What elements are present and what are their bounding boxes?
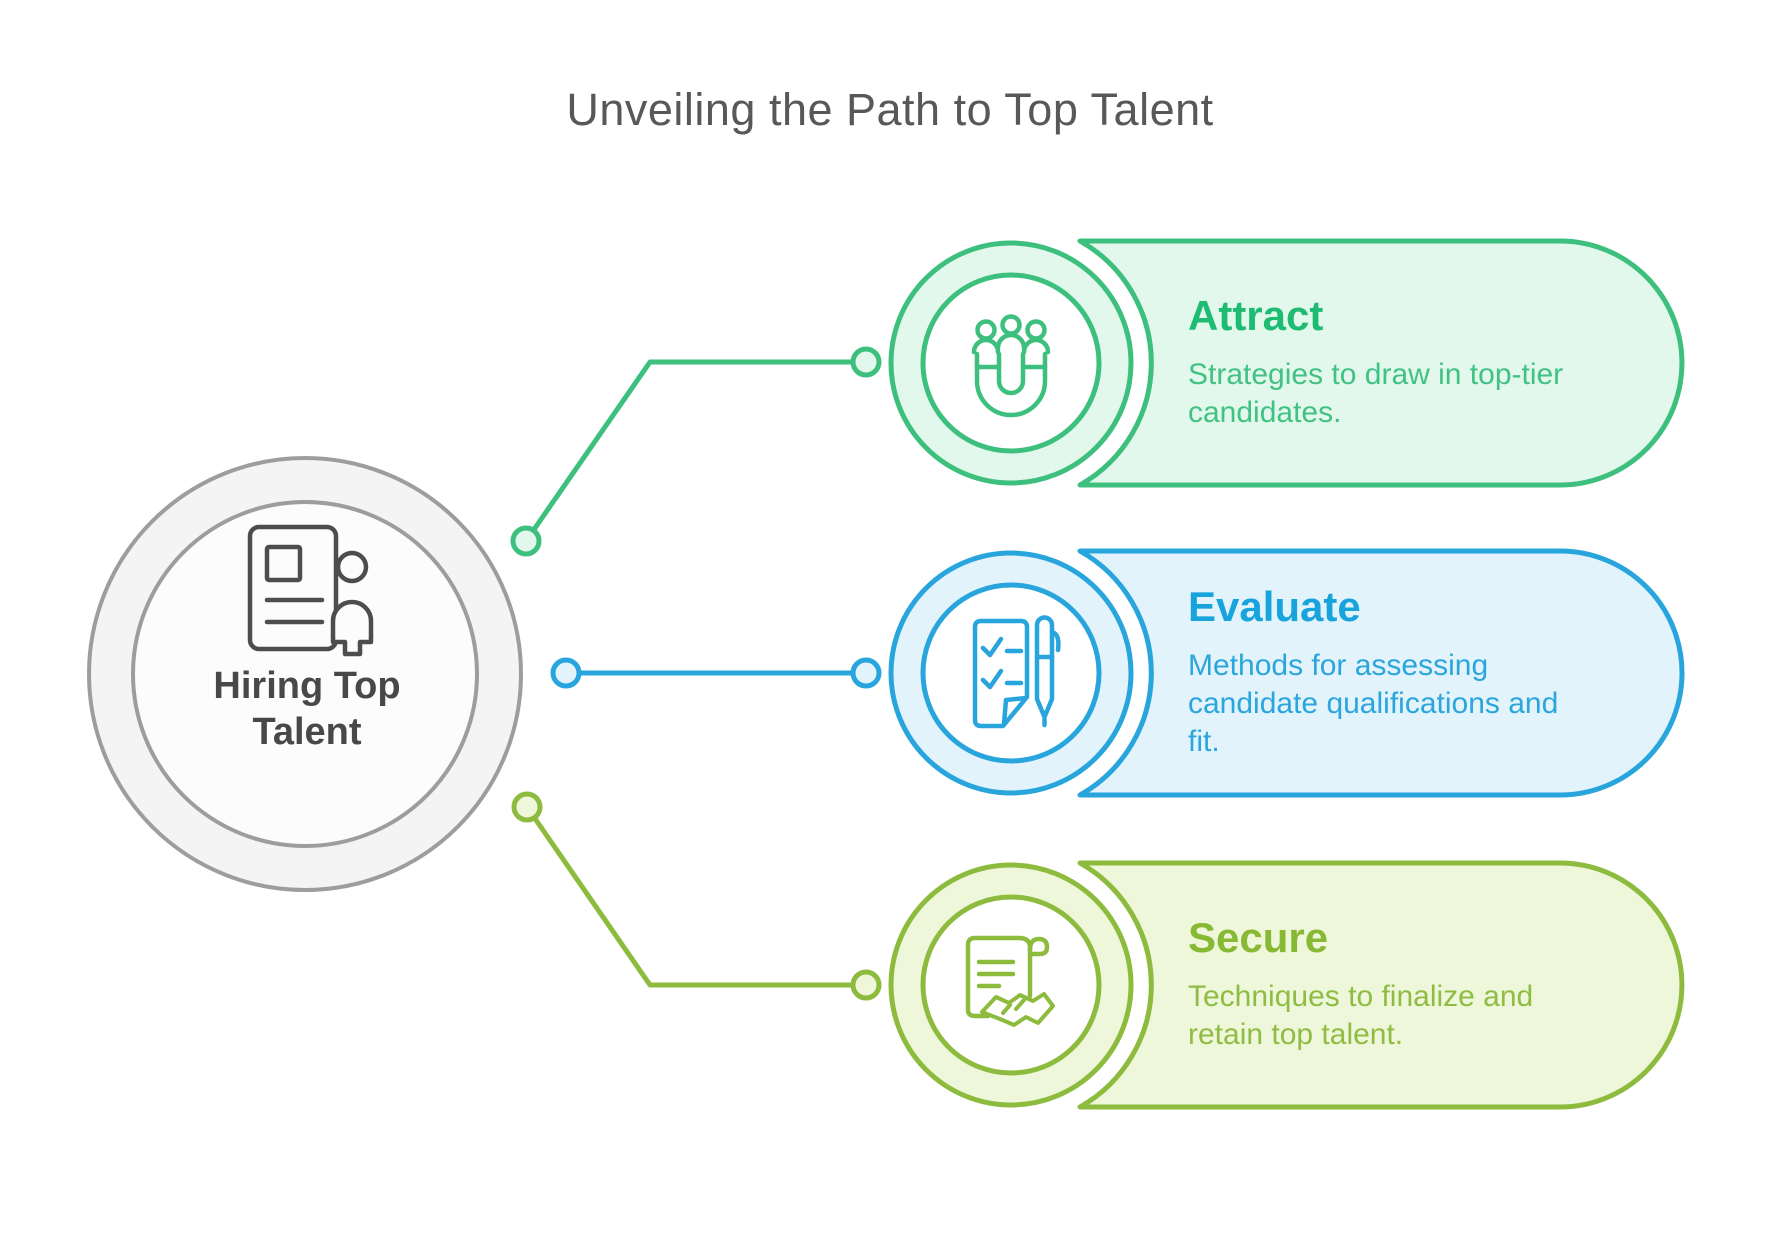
central-node <box>87 456 523 892</box>
desc-line: retain top talent. <box>1188 1018 1404 1051</box>
connector-dot <box>850 969 882 1001</box>
item-title-evaluate: Evaluate <box>1188 583 1361 630</box>
item-title-attract: Attract <box>1188 292 1324 339</box>
item-text-attract: Attract Strategies to draw in top-tier c… <box>1188 241 1678 485</box>
item-text-secure: Secure Techniques to finalize and retain… <box>1188 863 1678 1107</box>
checklist-pen-icon <box>972 615 1061 729</box>
connector-dot <box>850 657 882 689</box>
pill-secure <box>1077 860 1685 1110</box>
magnet-attracting-people-icon <box>971 314 1051 418</box>
connector-dot <box>510 525 542 557</box>
desc-line: Techniques to finalize and <box>1188 980 1534 1013</box>
item-desc-attract: Strategies to draw in top-tier candidate… <box>1188 356 1678 432</box>
desc-line: candidate qualifications and <box>1188 687 1559 720</box>
badge-evaluate <box>888 550 1134 796</box>
item-desc-evaluate: Methods for assessing candidate qualific… <box>1188 647 1678 761</box>
desc-line: Strategies to draw in top-tier <box>1188 358 1564 391</box>
connector-dot <box>550 657 582 689</box>
scroll-handshake-icon <box>965 935 1055 1027</box>
item-text-evaluate: Evaluate Methods for assessing candidate… <box>1188 551 1678 795</box>
desc-line: Methods for assessing <box>1188 649 1489 682</box>
connector-attract <box>510 346 882 557</box>
central-node-label: Hiring Top Talent <box>147 663 467 755</box>
resume-profile-icon <box>247 524 374 657</box>
item-desc-secure: Techniques to finalize and retain top ta… <box>1188 978 1678 1054</box>
connector-secure <box>511 791 882 1001</box>
connector-evaluate <box>550 657 882 689</box>
item-title-secure: Secure <box>1188 914 1329 961</box>
desc-line: candidates. <box>1188 396 1342 429</box>
pill-attract <box>1077 238 1685 488</box>
desc-line: fit. <box>1188 725 1220 758</box>
badge-secure <box>888 862 1134 1108</box>
connector-dot <box>511 791 543 823</box>
pill-evaluate <box>1077 548 1685 798</box>
badge-attract <box>888 240 1134 486</box>
page-title: Unveiling the Path to Top Talent <box>566 84 1214 135</box>
central-label-line2: Talent <box>252 711 362 753</box>
central-label-line1: Hiring Top <box>213 665 401 707</box>
connector-dot <box>850 346 882 378</box>
